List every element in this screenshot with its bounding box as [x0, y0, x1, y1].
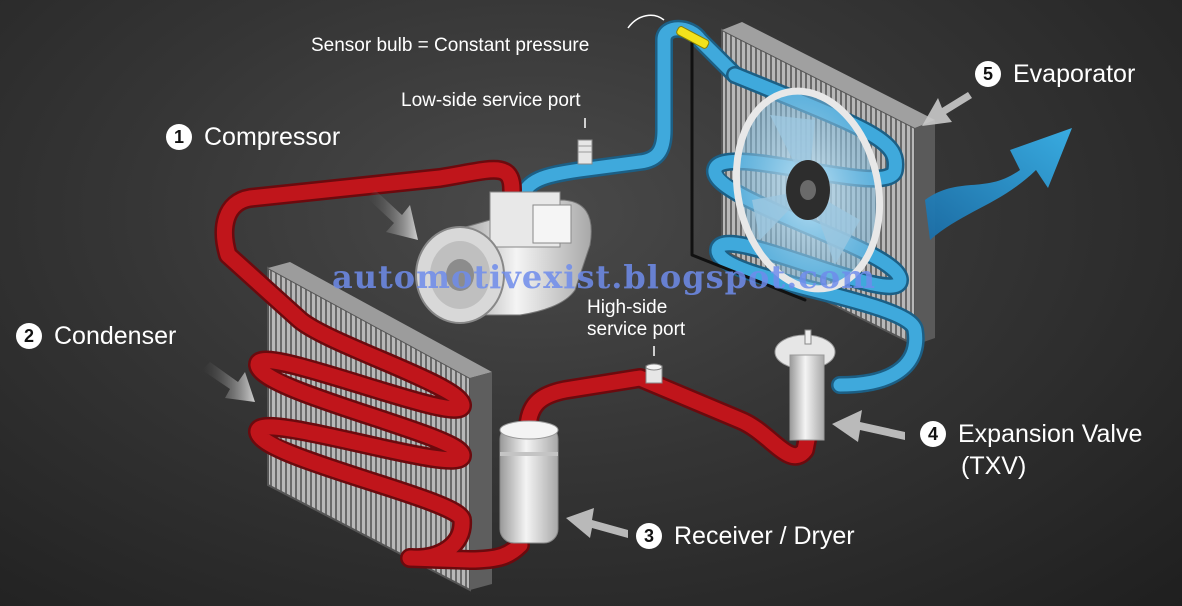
condenser: [267, 262, 492, 592]
pointer-arrow-valve: [832, 410, 905, 442]
low-side-service-port: [577, 139, 593, 165]
pointer-arrow-receiver: [566, 508, 628, 538]
receiver-dryer-name: Receiver / Dryer: [674, 521, 855, 550]
evaporator-number-badge: 5: [975, 61, 1001, 88]
condenser-name: Condenser: [54, 321, 177, 350]
expansion-valve-number-badge: 4: [920, 421, 946, 448]
expansion-valve-name: Expansion Valve: [958, 419, 1143, 448]
compressor-label: 1 Compressor: [166, 122, 341, 151]
pointer-arrow-condenser: [202, 362, 255, 402]
condenser-number-badge: 2: [16, 323, 42, 350]
condenser-label: 2 Condenser: [16, 321, 177, 350]
expansion-valve: [774, 329, 836, 441]
high-side-line: [214, 159, 818, 570]
watermark-url: automotivexist.blogspot.com: [332, 258, 876, 296]
expansion-valve-label: 4 Expansion Valve: [920, 419, 1143, 448]
high-side-service-port: [645, 363, 663, 384]
evaporator-name: Evaporator: [1013, 59, 1136, 88]
evaporator-fan: [732, 87, 884, 293]
receiver-dryer: [499, 420, 559, 544]
sensor-bulb-label: Sensor bulb = Constant pressure: [311, 35, 590, 56]
pointer-arrow-compressor: [367, 190, 418, 240]
evaporator-label: 5 Evaporator: [975, 59, 1136, 88]
compressor: [415, 191, 592, 324]
compressor-name: Compressor: [204, 122, 341, 151]
receiver-dryer-label: 3 Receiver / Dryer: [636, 521, 855, 550]
sensor-leader-arrow: [627, 14, 665, 29]
high-side-port-label-line1: High-side: [587, 297, 668, 318]
expansion-valve-name-line2: (TXV): [961, 452, 1027, 480]
sensor-bulb: [676, 26, 710, 49]
pointer-arrow-evaporator: [922, 92, 972, 126]
high-side-port-label-line2: service port: [587, 319, 686, 340]
receiver-dryer-number-badge: 3: [636, 523, 662, 550]
cold-air-arrow: [925, 128, 1072, 240]
compressor-number-badge: 1: [166, 124, 192, 151]
low-side-port-label: Low-side service port: [401, 90, 581, 111]
